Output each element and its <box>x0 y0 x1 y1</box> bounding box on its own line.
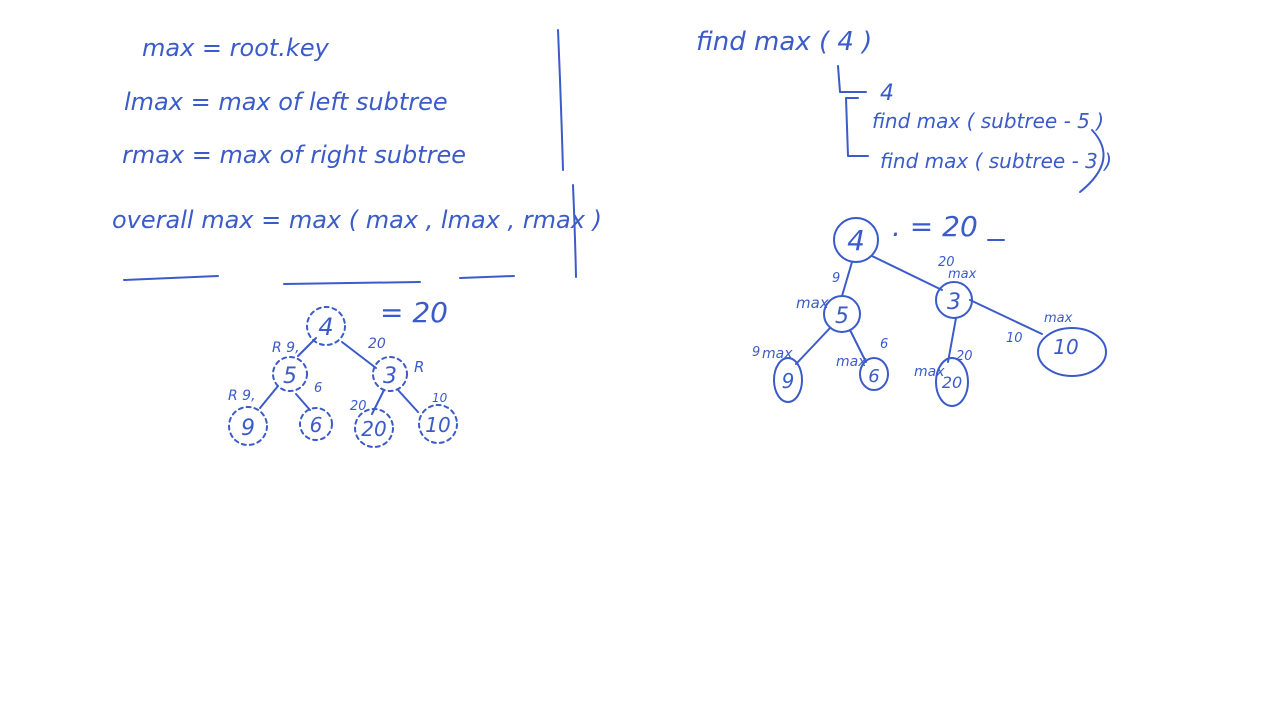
right-edge-right-rr <box>969 299 1043 335</box>
left-node-left: 5 <box>283 364 297 389</box>
right-annot-right-top: 20 <box>938 255 955 270</box>
right-annot-rl-max: max <box>914 364 945 380</box>
right-node-root: 4 <box>847 224 865 257</box>
right-annot-lr-max: max <box>836 354 867 370</box>
left-node-right-circle <box>372 356 408 392</box>
trace-paren-close <box>1079 129 1105 193</box>
right-node-ll: 9 <box>782 369 795 393</box>
right-tree: . = 20 4 5 3 9 6 20 10 9 max 20 max 9 ma… <box>752 210 1107 407</box>
divider-upper <box>557 29 564 171</box>
right-annot-rr-max: max <box>1044 311 1073 326</box>
right-tree-result: . = 20 <box>892 210 978 243</box>
left-edge-right-rr <box>397 389 419 413</box>
right-annot-ll-val: 9 <box>752 345 760 360</box>
right-node-ll-circle <box>773 357 803 403</box>
right-node-root-circle <box>833 217 879 263</box>
divider-lower <box>572 184 577 278</box>
notes-block: max = root.key lmax = max of left subtre… <box>112 29 602 285</box>
left-node-rr: 10 <box>425 413 450 437</box>
right-node-rl: 20 <box>942 373 962 392</box>
trace-step-2: find max ( subtree - 5 ) <box>872 109 1104 133</box>
left-annot-rr-top: 10 <box>432 391 448 405</box>
left-node-left-circle <box>272 356 308 392</box>
trace-bracket-2 <box>845 97 869 157</box>
right-annot-root-left-val: 9 <box>832 271 840 286</box>
left-tree-result: = 20 <box>380 296 448 329</box>
blank-underline-1 <box>123 275 219 281</box>
left-annot-rl-top: 20 <box>350 399 367 414</box>
trace-call: find max ( 4 ) <box>696 27 872 57</box>
right-annot-left-max: max <box>796 294 829 312</box>
left-edge-left-ll <box>259 385 279 409</box>
left-edge-left-lr <box>295 393 311 411</box>
recursion-trace: find max ( 4 ) 4 find max ( subtree - 5 … <box>696 27 1112 193</box>
note-line-max: max = root.key <box>142 34 330 62</box>
left-annot-root-right: 20 <box>368 336 386 352</box>
blank-underline-3 <box>459 275 515 279</box>
note-line-rmax: rmax = max of right subtree <box>122 141 466 169</box>
left-annot-right-r: R <box>414 358 424 376</box>
left-annot-left-left: R 9, <box>228 388 256 404</box>
right-node-lr-circle <box>859 357 889 391</box>
right-edge-root-left <box>841 261 853 297</box>
right-annot-rr-edge-val: 10 <box>1006 331 1023 346</box>
right-node-right: 3 <box>947 290 961 315</box>
left-node-lr: 6 <box>310 413 323 437</box>
left-annot-root-left: R 9, <box>272 340 300 356</box>
right-edge-left-ll <box>795 327 831 365</box>
left-node-ll-circle <box>228 406 268 446</box>
left-node-rr-circle <box>418 404 458 444</box>
left-node-ll: 9 <box>241 416 255 441</box>
left-edge-root-right <box>341 341 377 369</box>
right-node-rr: 10 <box>1053 335 1078 359</box>
left-tree: = 20 4 5 3 9 6 20 10 R 9, 20 R 9, 6 R 20… <box>228 296 458 448</box>
left-node-root: 4 <box>318 313 333 341</box>
right-edge-root-right <box>871 255 943 291</box>
right-edge-left-lr <box>849 329 867 363</box>
trace-step-1: 4 <box>880 81 894 106</box>
trace-bracket-1 <box>837 65 867 93</box>
trace-step-3: find max ( subtree - 3 ) <box>880 149 1112 173</box>
left-node-rl: 20 <box>361 417 386 441</box>
right-annot-rl-val: 20 <box>956 349 973 364</box>
right-node-rr-circle <box>1037 327 1107 377</box>
right-node-rl-circle <box>935 357 969 407</box>
right-annot-lr-val: 6 <box>880 337 888 352</box>
left-annot-left-right: 6 <box>314 381 322 396</box>
right-edge-right-rl <box>947 317 957 363</box>
note-line-lmax: lmax = max of left subtree <box>124 88 448 116</box>
left-node-root-circle <box>306 306 346 346</box>
left-node-rl-circle <box>354 408 394 448</box>
left-node-right: 3 <box>383 364 397 389</box>
right-annot-ll-max: max <box>762 346 793 362</box>
right-annot-right-max: max <box>948 267 977 282</box>
right-node-left-circle <box>823 295 861 333</box>
right-node-lr: 6 <box>868 366 879 387</box>
note-line-overall: overall max = max ( max , lmax , rmax ) <box>112 206 602 234</box>
left-node-lr-circle <box>299 407 333 441</box>
right-node-left: 5 <box>835 304 849 329</box>
blank-underline-2 <box>283 281 421 285</box>
right-node-right-circle <box>935 281 973 319</box>
